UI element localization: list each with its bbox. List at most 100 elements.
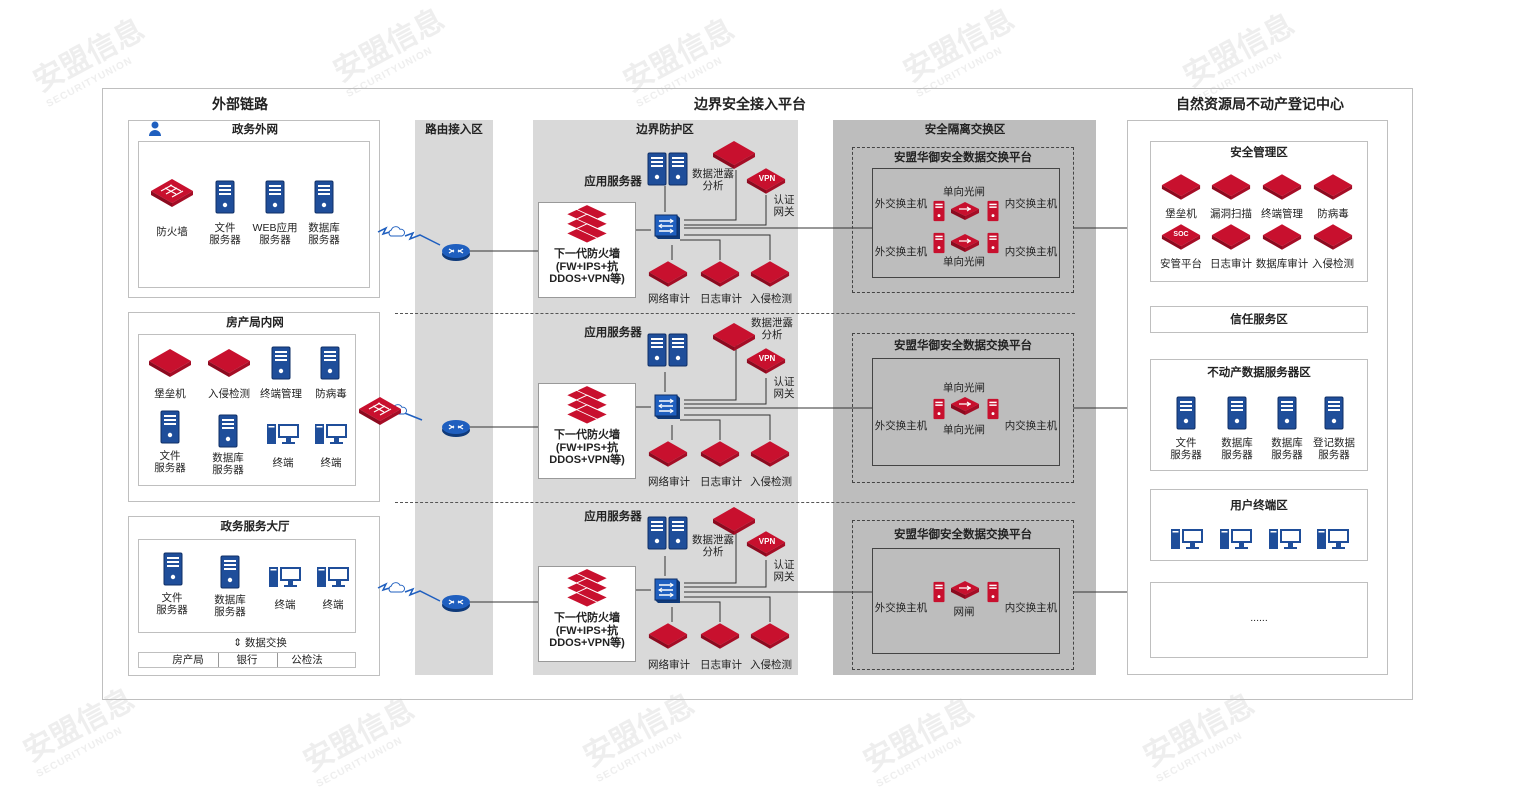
bottom-label: 网络审计 xyxy=(648,293,690,305)
security-label: 入侵检测 xyxy=(1312,258,1354,270)
outer-host-label: 外交换主机 xyxy=(874,198,928,210)
zone-isolation-title: 安全隔离交换区 xyxy=(924,124,1006,136)
zone-border-title: 边界防护区 xyxy=(636,124,694,136)
exchange-platform xyxy=(852,147,1074,293)
diagram-frame xyxy=(102,88,1413,700)
security-label: 防病毒 xyxy=(1317,208,1349,220)
exchange-platform-title: 安盟华御安全数据交换平台 xyxy=(894,152,1032,164)
server-icon xyxy=(647,152,667,186)
log-audit-icon xyxy=(1211,223,1251,251)
terminal-zone-title: 用户终端区 xyxy=(1230,500,1288,512)
host-icon xyxy=(986,581,1000,603)
bottom-label: 网络审计 xyxy=(648,659,690,671)
gap-label: 单向光闸 xyxy=(943,382,985,394)
housing-label: 终端 xyxy=(320,457,342,469)
netgate-icon xyxy=(950,580,980,600)
exchange-platform-title: 安盟华御安全数据交换平台 xyxy=(894,340,1032,352)
security-label: 日志审计 xyxy=(1210,258,1252,270)
gap-icon xyxy=(950,233,980,253)
server-icon xyxy=(1277,396,1297,430)
gap-label: 单向光闸 xyxy=(943,256,985,268)
inner-host-label: 内交换主机 xyxy=(1004,198,1058,210)
zone-routing-title: 路由接入区 xyxy=(425,124,483,136)
host-icon xyxy=(932,581,946,603)
ids-icon xyxy=(1313,223,1353,251)
dlp-label: 数据泄露 分析 xyxy=(692,534,734,558)
router-icon xyxy=(441,416,471,438)
log-audit-icon xyxy=(700,440,740,468)
housing-label: 终端 xyxy=(272,457,294,469)
db-audit-icon xyxy=(1262,223,1302,251)
gov-external-box xyxy=(128,120,380,298)
header-external: 外部链路 xyxy=(212,96,268,112)
gov-external-title: 政务外网 xyxy=(232,124,278,136)
hall-inner xyxy=(138,539,356,633)
gateway-label: 认证 网关 xyxy=(773,376,795,400)
ids-icon xyxy=(750,260,790,288)
security-label: 漏洞扫描 xyxy=(1210,208,1252,220)
exchange-platform-title: 安盟华御安全数据交换平台 xyxy=(894,529,1032,541)
bottom-label: 日志审计 xyxy=(700,293,742,305)
header-platform: 边界安全接入平台 xyxy=(694,96,806,112)
terminal-icon xyxy=(1316,527,1350,551)
firewall-icon xyxy=(358,396,402,426)
ngfw-icon xyxy=(563,203,611,251)
server-icon xyxy=(1227,396,1247,430)
inner-host-label: 内交换主机 xyxy=(1004,420,1058,432)
hall-label: 文件 服务器 xyxy=(156,592,188,616)
server-icon xyxy=(1324,396,1344,430)
data-label: 登记数据 服务器 xyxy=(1313,437,1355,461)
partner-divider xyxy=(277,653,278,667)
gap-icon xyxy=(950,396,980,416)
data-label: 数据库 服务器 xyxy=(1221,437,1253,461)
router-icon xyxy=(441,591,471,613)
bottom-label: 入侵检测 xyxy=(750,293,792,305)
outer-host-label: 外交换主机 xyxy=(874,420,928,432)
partner-housing: 房产局 xyxy=(172,654,204,666)
ngfw-label: 下一代防火墙 (FW+IPS+抗 DDOS+VPN等) xyxy=(549,429,625,466)
outer-host-label: 外交换主机 xyxy=(874,602,928,614)
gov-external-label: 防火墙 xyxy=(156,226,188,238)
ids-icon xyxy=(750,622,790,650)
scan-icon xyxy=(1211,173,1251,201)
housing-label: 文件 服务器 xyxy=(154,450,186,474)
gap-icon xyxy=(950,201,980,221)
dlp-label: 数据泄露 分析 xyxy=(692,168,734,192)
outer-host-label: 外交换主机 xyxy=(874,246,928,258)
hall-title: 政务服务大厅 xyxy=(220,521,290,533)
app-server-label: 应用服务器 xyxy=(584,511,642,523)
host-icon xyxy=(986,398,1000,420)
bottom-label: 入侵检测 xyxy=(750,476,792,488)
server-icon xyxy=(647,516,667,550)
center-box xyxy=(1127,120,1388,675)
hall-box xyxy=(128,516,380,676)
security-zone xyxy=(1150,141,1368,282)
bottom-label: 网络审计 xyxy=(648,476,690,488)
audit-icon xyxy=(648,440,688,468)
gap-label: 单向光闸 xyxy=(943,424,985,436)
ngfw-label: 下一代防火墙 (FW+IPS+抗 DDOS+VPN等) xyxy=(549,612,625,649)
hall-label: 终端 xyxy=(322,599,344,611)
log-audit-icon xyxy=(700,622,740,650)
server-icon xyxy=(668,333,688,367)
security-label: 堡垒机 xyxy=(1165,208,1197,220)
app-server-label: 应用服务器 xyxy=(584,327,642,339)
log-audit-icon xyxy=(700,260,740,288)
netgate-label: 网闸 xyxy=(953,606,975,618)
exchange-platform xyxy=(852,520,1074,670)
partner-police: 公检法 xyxy=(291,654,323,666)
housing-inner xyxy=(138,334,356,486)
separator xyxy=(395,313,1075,314)
switch-icon xyxy=(651,576,681,606)
gap-label: 单向光闸 xyxy=(943,186,985,198)
ngfw-icon xyxy=(563,567,611,615)
housing-label: 堡垒机 xyxy=(154,388,186,400)
bastion-icon xyxy=(1161,173,1201,201)
server-icon xyxy=(668,516,688,550)
security-label: 安管平台 xyxy=(1160,258,1202,270)
gov-external-label: 数据库 服务器 xyxy=(308,222,340,246)
vpn-text: VPN xyxy=(758,354,776,363)
terminal-icon xyxy=(1170,527,1204,551)
gateway-label: 认证 网关 xyxy=(773,559,795,583)
